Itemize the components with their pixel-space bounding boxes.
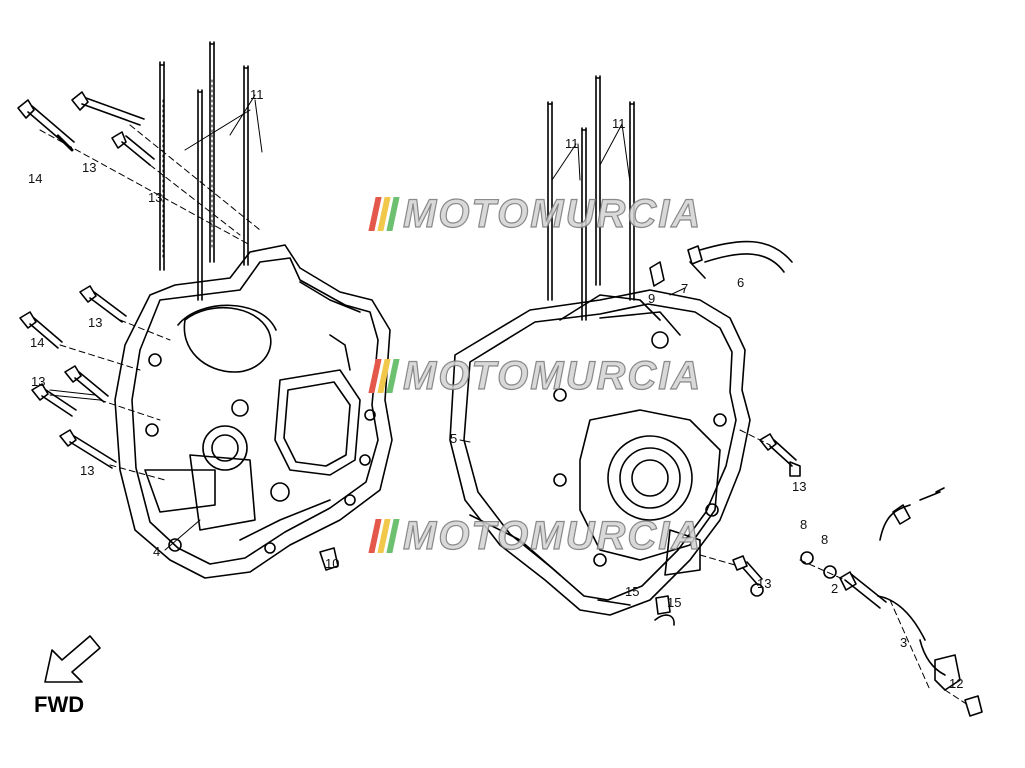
left-studs — [159, 41, 249, 301]
right-small-parts — [649, 240, 983, 717]
part-callout: 3 — [900, 635, 908, 650]
part-callout: 13 — [88, 315, 103, 330]
left-crankcase-half — [114, 244, 393, 579]
part-callout: 15 — [667, 595, 682, 610]
part-callout: 13 — [80, 463, 95, 478]
part-callout: 14 — [28, 171, 43, 186]
part-callout: 15 — [625, 584, 640, 599]
left-leader-lines — [39, 94, 263, 551]
part-callout: 8 — [821, 532, 829, 547]
watermark-logo: MOTOMURCIA — [368, 353, 703, 398]
part-callout: 13 — [148, 190, 163, 205]
part-callout: 11 — [250, 87, 264, 102]
forward-arrow-icon — [44, 635, 101, 683]
watermark-text: MOTOMURCIA — [402, 191, 703, 236]
part-callout: 9 — [648, 291, 656, 306]
right-studs — [547, 75, 635, 321]
part-callout: 11 — [612, 116, 626, 131]
part-callout: 14 — [30, 335, 45, 350]
part-callout: 5 — [450, 431, 458, 446]
part-callout: 13 — [757, 576, 772, 591]
part-callout: 12 — [949, 676, 964, 691]
forward-direction-label: FWD — [34, 692, 85, 717]
part-callout: 6 — [737, 275, 745, 290]
watermark-logo: MOTOMURCIA — [368, 191, 703, 236]
part-callout: 4 — [153, 544, 161, 559]
watermark-logo: MOTOMURCIA — [368, 513, 703, 558]
part-callout: 8 — [800, 517, 808, 532]
right-leader-lines — [459, 123, 969, 706]
right-crankcase-half — [449, 289, 751, 616]
watermark-text: MOTOMURCIA — [402, 513, 703, 558]
left-bolts — [17, 91, 339, 571]
watermark-text: MOTOMURCIA — [402, 353, 703, 398]
part-callout: 13 — [792, 479, 807, 494]
part-callout: 7 — [681, 281, 689, 296]
part-callout: 2 — [831, 581, 839, 596]
part-callout: 10 — [325, 556, 340, 571]
part-callout: 11 — [565, 136, 579, 151]
part-callout: 13 — [31, 374, 46, 389]
part-callout: 13 — [82, 160, 97, 175]
